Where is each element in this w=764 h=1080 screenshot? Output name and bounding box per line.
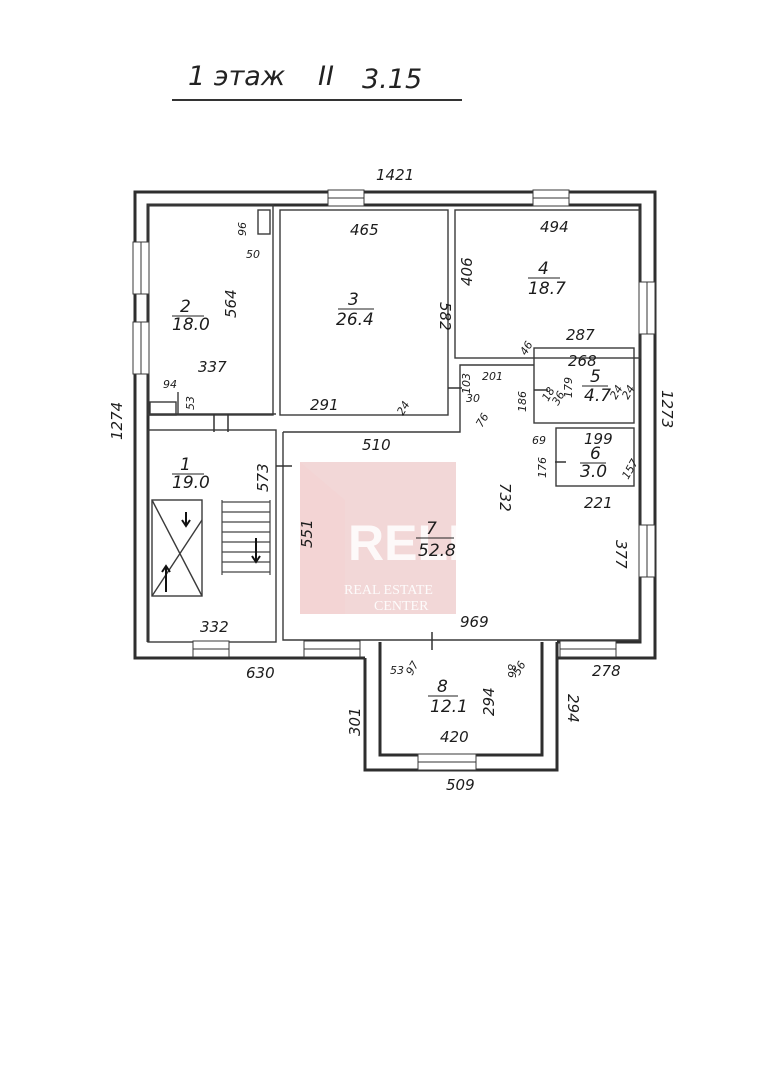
room-6-number: 6 xyxy=(590,444,601,464)
dim-r5-b: 36 xyxy=(549,389,567,408)
room-3-number: 3 xyxy=(348,290,359,310)
dim-r5-c: 24 xyxy=(607,383,625,402)
dim-corr-e: 186 xyxy=(516,391,529,412)
dim-overall-left: 1274 xyxy=(108,402,126,440)
dim-bay-right: 294 xyxy=(564,694,582,723)
dimension-labels: 1421 1274 1273 630 278 509 301 294 564 3… xyxy=(108,166,676,794)
watermark-brand: RELIFE xyxy=(348,515,526,571)
dim-r5-left: 179 xyxy=(562,377,575,398)
room-6-area: 3.0 xyxy=(580,462,607,482)
dim-r6-left: 176 xyxy=(536,457,549,478)
dim-r3-d: 24 xyxy=(394,399,412,418)
dim-r3-right: 582 xyxy=(436,302,454,331)
dim-overall-top: 1421 xyxy=(376,166,414,184)
dim-r2-width: 337 xyxy=(198,358,227,376)
stair-arrow-down-icon xyxy=(251,538,261,564)
dim-r4-left: 406 xyxy=(458,257,476,286)
dim-r2-a: 96 xyxy=(236,222,249,236)
staircase xyxy=(151,499,271,597)
windows xyxy=(132,189,656,771)
dim-bottom-left: 630 xyxy=(246,664,275,682)
dim-r2-b: 50 xyxy=(246,248,260,261)
dim-overall-right: 1273 xyxy=(658,390,676,428)
watermark-line1: REAL ESTATE xyxy=(344,583,433,598)
dim-r8-d: 56 xyxy=(510,659,528,678)
stair-arrow-icon xyxy=(181,512,191,528)
room-4-number: 4 xyxy=(538,259,549,279)
dim-corr-b: 30 xyxy=(466,392,480,405)
dim-r6-top: 199 xyxy=(584,430,613,448)
room-labels: 1 19.0 2 18.0 3 26.4 4 18.7 5 4.7 6 3.0 … xyxy=(172,259,611,717)
room-4-area: 18.7 xyxy=(528,279,566,299)
dim-r8-height: 294 xyxy=(480,687,498,716)
watermark-logo: RELIFE REAL ESTATE CENTER xyxy=(300,462,526,614)
wall-room-2 xyxy=(147,204,274,416)
watermark-line2: CENTER xyxy=(374,599,429,614)
dim-r7-top: 510 xyxy=(362,436,391,454)
stair-arrow-up-icon xyxy=(161,564,171,592)
dim-r7-right: 377 xyxy=(612,540,630,569)
wall-niche xyxy=(257,209,271,235)
dim-r8-c: 86 xyxy=(505,664,518,678)
door-marks xyxy=(213,387,566,650)
room-7-number: 7 xyxy=(426,519,437,539)
wall-room-5 xyxy=(533,347,635,424)
room-5-area: 4.7 xyxy=(584,386,611,406)
dim-corr-a: 103 xyxy=(460,373,473,394)
dim-corr-d: 201 xyxy=(482,370,503,383)
dim-r8-a: 53 xyxy=(390,664,404,677)
wall-room-6 xyxy=(555,427,635,487)
dim-corr-c: 76 xyxy=(473,411,491,430)
dim-r3-top: 465 xyxy=(350,221,379,239)
dim-r7-center: 732 xyxy=(496,483,514,512)
room-3-area: 26.4 xyxy=(336,310,374,330)
room-1-area: 19.0 xyxy=(172,473,210,493)
room-7-area: 52.8 xyxy=(418,541,456,561)
dim-bay-left: 301 xyxy=(346,707,364,736)
room-2-number: 2 xyxy=(180,297,191,317)
dim-bottom-right: 278 xyxy=(592,662,621,680)
wall-room-3 xyxy=(279,209,449,416)
dim-r6-a: 69 xyxy=(532,434,546,447)
dim-bay-bottom: 509 xyxy=(446,776,475,794)
room-5-number: 5 xyxy=(590,367,601,387)
dim-r4-d: 46 xyxy=(517,339,535,358)
dim-r6-bottom: 221 xyxy=(584,494,613,512)
dim-r2-height: 564 xyxy=(222,289,240,318)
wall-room-1 xyxy=(147,429,277,643)
dim-r5-d: 24 xyxy=(619,383,637,402)
dim-r4-bottom: 287 xyxy=(566,326,595,344)
dim-r7-left: 551 xyxy=(298,519,316,548)
wall-niche-2 xyxy=(149,401,177,416)
room-8-area: 12.1 xyxy=(430,697,468,717)
dim-r8-b: 97 xyxy=(403,659,421,678)
dim-r1-bottom: 332 xyxy=(200,618,229,636)
dim-r7-bottom: 969 xyxy=(460,613,489,631)
dim-r5-top: 268 xyxy=(568,352,597,370)
room-8-number: 8 xyxy=(437,677,448,697)
dim-r2-c: 94 xyxy=(163,378,177,391)
dim-r2-d: 53 xyxy=(184,396,197,410)
room-2-area: 18.0 xyxy=(172,315,210,335)
title-floor: 1 этаж xyxy=(188,61,286,92)
dim-r8-width: 420 xyxy=(440,728,469,746)
wall-corridor xyxy=(283,364,534,433)
dim-r4-top: 494 xyxy=(540,218,569,236)
dim-r6-b: 157 xyxy=(619,457,641,482)
room-1-number: 1 xyxy=(180,455,191,475)
title-letter: II xyxy=(318,61,334,92)
dim-r3-bottom: 291 xyxy=(310,396,339,414)
plan-title: 1 этаж II 3.15 xyxy=(172,61,462,101)
title-scale: 3.15 xyxy=(362,64,422,95)
dim-r1-right: 573 xyxy=(254,463,272,492)
